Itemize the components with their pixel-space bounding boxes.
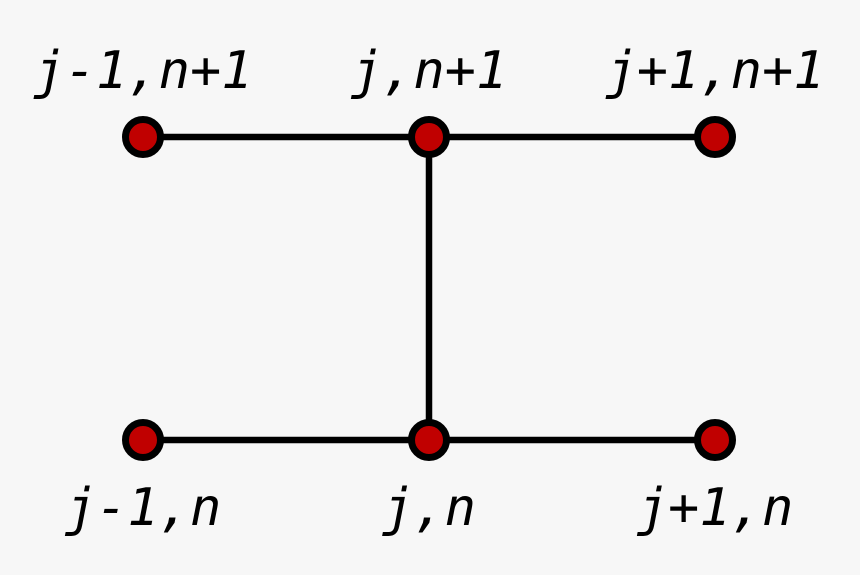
node-label: j-1,n+1 [33,41,252,101]
node-label: j+1,n+1 [605,41,824,101]
node-label: j,n [382,478,476,538]
node [408,419,450,461]
node [694,419,736,461]
node-label: j,n+1 [351,41,508,101]
node [694,116,736,158]
node [408,116,450,158]
node-label: j-1,n [65,478,222,538]
node [122,116,164,158]
node [122,419,164,461]
node-label: j+1,n [637,478,794,538]
